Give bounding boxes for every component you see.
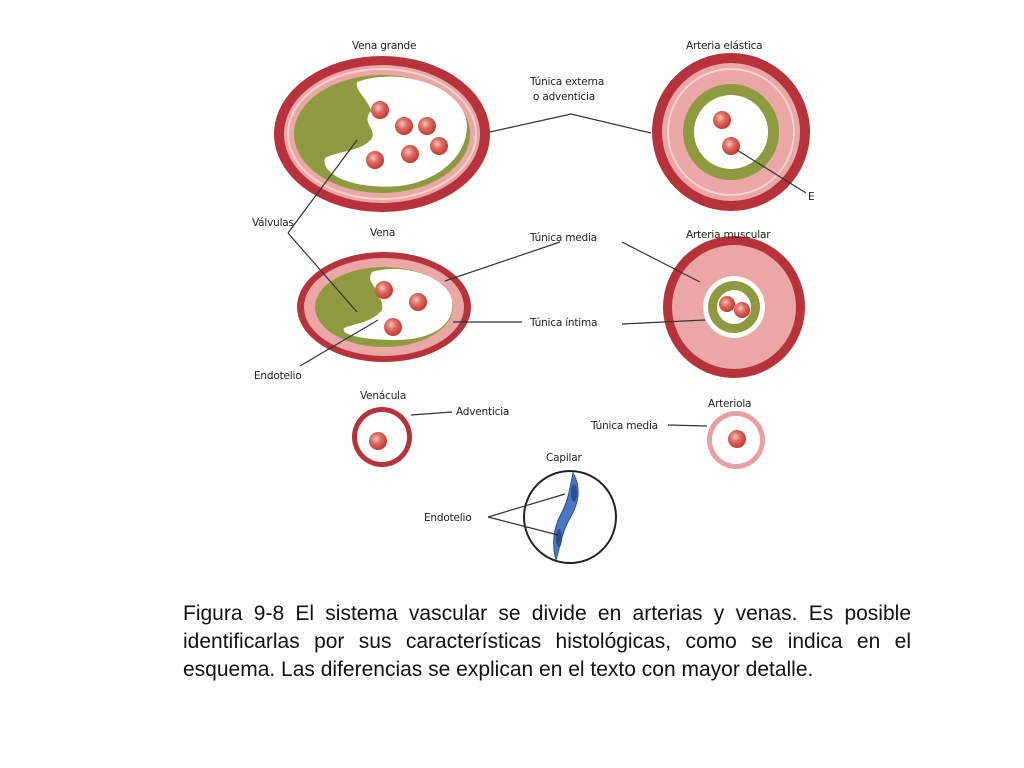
leader-lines [287,113,807,536]
blood-cell [430,137,448,155]
capillary [523,470,617,564]
label-adventicia: Adventicia [456,406,509,418]
label-endotelio-capilar: Endotelio [424,512,471,524]
label-valvulas: Válvulas [252,217,294,229]
arteriole [707,411,765,469]
label-vena-grande: Vena grande [352,40,416,52]
large-vein [274,56,490,212]
blood-cell [395,117,413,135]
vascular-diagram: Vena grande Arteria elástica Túnica exte… [252,40,815,564]
blood-cell [366,151,384,169]
label-tunica-externa: Túnica externa [529,76,604,88]
endothelial-nucleus [556,529,562,547]
blood-cell [384,318,402,336]
label-arteriola: Arteriola [708,398,751,410]
blood-cell [418,117,436,135]
venule [352,407,412,467]
label-capilar: Capilar [546,452,582,464]
blood-cell [401,145,419,163]
elastic-artery [652,53,810,211]
label-arteria-muscular: Arteria muscular [686,229,771,241]
blood-cell [713,111,731,129]
blood-cell [734,302,750,318]
blood-cell [722,137,740,155]
label-arteria-elastica: Arteria elástica [686,40,762,52]
muscular-artery [663,236,805,378]
blood-cell [369,432,387,450]
blood-cell [371,101,389,119]
blood-cell [719,296,735,312]
valve-shape [343,268,453,340]
blood-cell [728,430,746,448]
vein [297,252,471,362]
label-venacula: Venácula [360,390,406,402]
label-cut-off: E [808,191,814,203]
valve-shape [324,76,467,187]
label-tunica-media-arteriola: Túnica media [590,420,658,432]
blood-cell [409,293,427,311]
endothelial-nucleus [571,484,577,502]
figure-caption: Figura 9-8 El sistema vascular se divide… [183,602,911,681]
label-o-adventicia: o adventicia [533,91,595,103]
labels: Vena grande Arteria elástica Túnica exte… [252,40,815,524]
blood-cell [375,281,393,299]
label-tunica-intima: Túnica íntima [529,317,597,329]
label-tunica-media: Túnica media [529,232,597,244]
label-vena: Vena [370,227,395,239]
label-endotelio: Endotelio [254,370,301,382]
